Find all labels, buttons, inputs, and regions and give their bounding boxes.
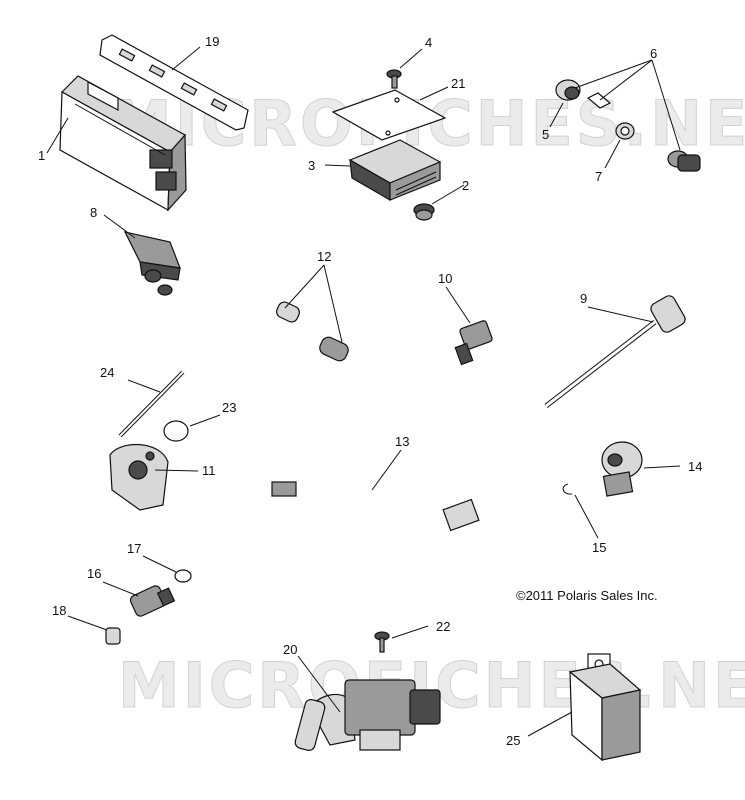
knock-sensor-part (601, 441, 643, 497)
callout-21: 21 (451, 76, 465, 91)
switch-part (667, 150, 701, 172)
callout-7: 7 (595, 169, 602, 184)
callout-18: 18 (52, 603, 66, 618)
ecu-module-part (59, 75, 187, 212)
copyright-text: ©2011 Polaris Sales Inc. (516, 588, 658, 603)
screw-part (386, 69, 402, 89)
harness-part (271, 466, 480, 532)
callout-9: 9 (580, 291, 587, 306)
small-o-ring-part (174, 569, 192, 583)
screw-small-part (374, 631, 390, 653)
sensor-cap-part (555, 79, 581, 101)
gasket-part (331, 89, 447, 141)
callout-25: 25 (506, 733, 520, 748)
spring-clip-part (562, 483, 573, 495)
callout-14: 14 (688, 459, 702, 474)
callout-24: 24 (100, 365, 114, 380)
callout-6: 6 (650, 46, 657, 61)
callout-numbers: 1 2 3 4 5 6 7 8 9 10 11 12 13 14 15 16 1… (38, 34, 702, 748)
map-sensor-part (123, 231, 181, 296)
regulator-part (348, 139, 442, 202)
valve-part (294, 679, 441, 751)
callout-10: 10 (438, 271, 452, 286)
callout-4: 4 (425, 35, 432, 50)
callout-23: 23 (222, 400, 236, 415)
small-bolt-part (105, 627, 121, 645)
speed-sensor-part (544, 295, 686, 408)
fuse-part (276, 301, 349, 362)
cable-tie-part (118, 370, 185, 438)
grommet-part (413, 203, 435, 221)
clip-part (586, 92, 612, 109)
callout-5: 5 (542, 127, 549, 142)
callout-8: 8 (90, 205, 97, 220)
callout-11: 11 (202, 463, 216, 478)
callout-20: 20 (283, 642, 297, 657)
callout-19: 19 (205, 34, 219, 49)
callout-16: 16 (87, 566, 101, 581)
callout-22: 22 (436, 619, 450, 634)
bracket-part (99, 34, 249, 131)
callout-15: 15 (592, 540, 606, 555)
washer-part (615, 122, 635, 140)
temp-sensor-part (454, 320, 493, 366)
o-ring-part (163, 420, 189, 442)
leader-lines (46, 46, 681, 737)
fitting-part (129, 585, 176, 617)
callout-12: 12 (317, 249, 331, 264)
callout-17: 17 (127, 541, 141, 556)
relay-part (568, 653, 642, 762)
callout-2: 2 (462, 178, 469, 193)
tps-part (109, 444, 169, 511)
callout-3: 3 (308, 158, 315, 173)
callout-1: 1 (38, 148, 45, 163)
callout-13: 13 (395, 434, 409, 449)
